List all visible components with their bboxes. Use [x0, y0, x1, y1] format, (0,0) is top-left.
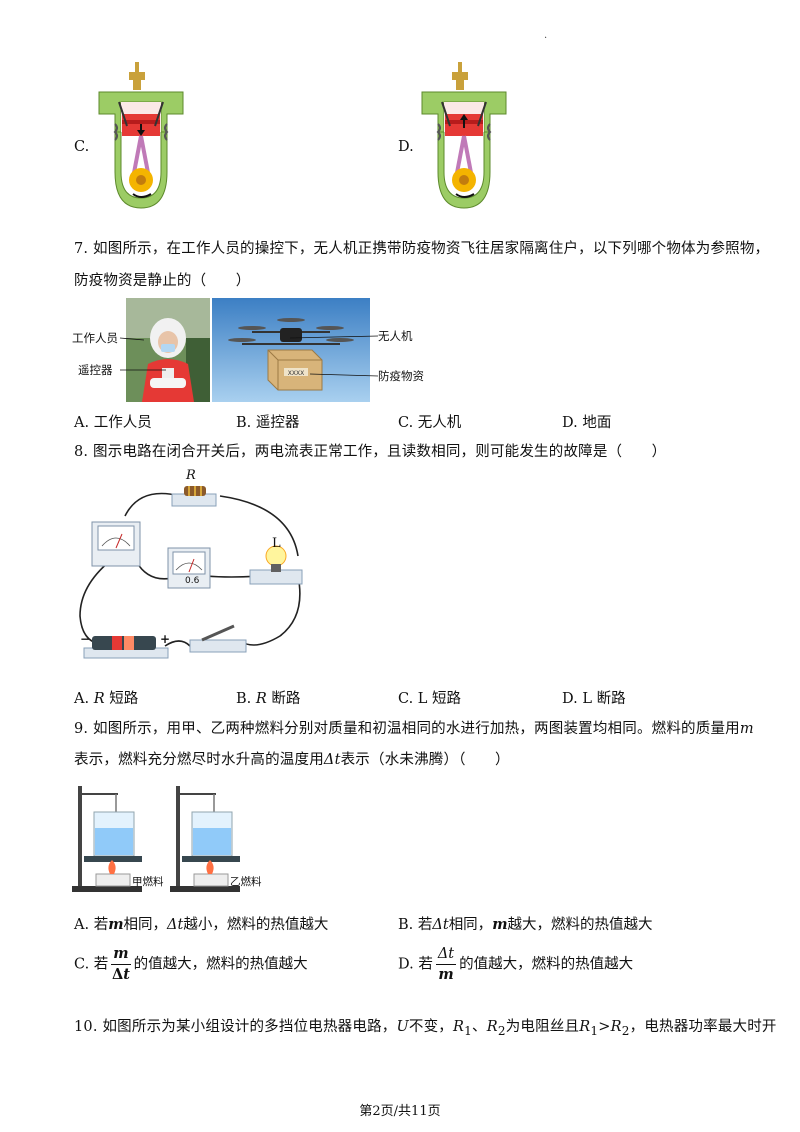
circuit-diagram	[79, 486, 303, 659]
page-footer: 第2页/共11页	[359, 1104, 441, 1119]
q6-option-d-label: D.	[398, 139, 414, 155]
q7-pointer-lines	[120, 335, 379, 377]
battery-plus-label: +	[160, 632, 171, 646]
worker-photo	[126, 298, 210, 402]
q8-stem: 8. 图示电路在闭合开关后，两电流表正常工作，且读数相同，则可能发生的故障是（ …	[74, 444, 667, 460]
q7-stem-line2: 防疫物资是静止的（ ）	[74, 273, 251, 289]
label-worker: 工作人员	[72, 331, 118, 345]
q10-stem: 10. 如图所示为某小组设计的多挡位电热器电路，U不变，R1、R2为电阻丝且R1…	[74, 1019, 777, 1038]
q7-option-c[interactable]: C. 无人机	[398, 415, 462, 431]
label-supplies: 防疫物资	[378, 369, 424, 383]
header-mark: .	[544, 30, 548, 41]
fuel-a-label: 甲燃料	[132, 876, 164, 888]
q6-option-c-label: C.	[74, 139, 90, 155]
q8-option-d[interactable]: D. L 断路	[562, 691, 626, 707]
meter-scale-label: 0.6	[185, 576, 200, 586]
engine-diagram-d	[421, 62, 507, 209]
battery-minus-label: −	[80, 632, 91, 646]
label-drone: 无人机	[378, 329, 413, 343]
apparatus-b	[170, 786, 240, 892]
apparatus-a	[72, 786, 142, 892]
engine-diagram-c	[98, 62, 184, 209]
heating-apparatus	[72, 786, 240, 892]
resistor-label: R	[186, 468, 196, 483]
q9-option-b[interactable]: B. 若Δt相同，m越大，燃料的热值越大	[398, 916, 653, 933]
q8-option-c[interactable]: C. L 短路	[398, 691, 462, 707]
lamp-label: L	[272, 536, 281, 551]
box-label: XXXX	[288, 370, 304, 377]
drone-photo: XXXX	[212, 298, 370, 402]
q7-stem-line1: 7. 如图所示，在工作人员的操控下，无人机正携带防疫物资飞往居家隔离住户，以下列…	[74, 241, 770, 257]
q7-option-a[interactable]: A. 工作人员	[74, 415, 152, 431]
q7-option-b[interactable]: B. 遥控器	[236, 415, 300, 431]
fuel-b-label: 乙燃料	[230, 876, 262, 888]
q9-stem-line2: 表示，燃料充分燃尽时水升高的温度用Δt表示（水未沸腾）（ ）	[74, 752, 510, 768]
q9-stem-line1: 9. 如图所示，用甲、乙两种燃料分别对质量和初温相同的水进行加热，两图装置均相同…	[74, 721, 754, 737]
q7-option-d[interactable]: D. 地面	[562, 415, 612, 431]
q9-option-a[interactable]: A. 若m相同，Δt越小，燃料的热值越大	[74, 916, 329, 933]
label-remote: 遥控器	[78, 363, 113, 377]
q8-option-b[interactable]: B. R 断路	[236, 691, 301, 707]
q8-option-a[interactable]: A. R 短路	[74, 691, 139, 707]
